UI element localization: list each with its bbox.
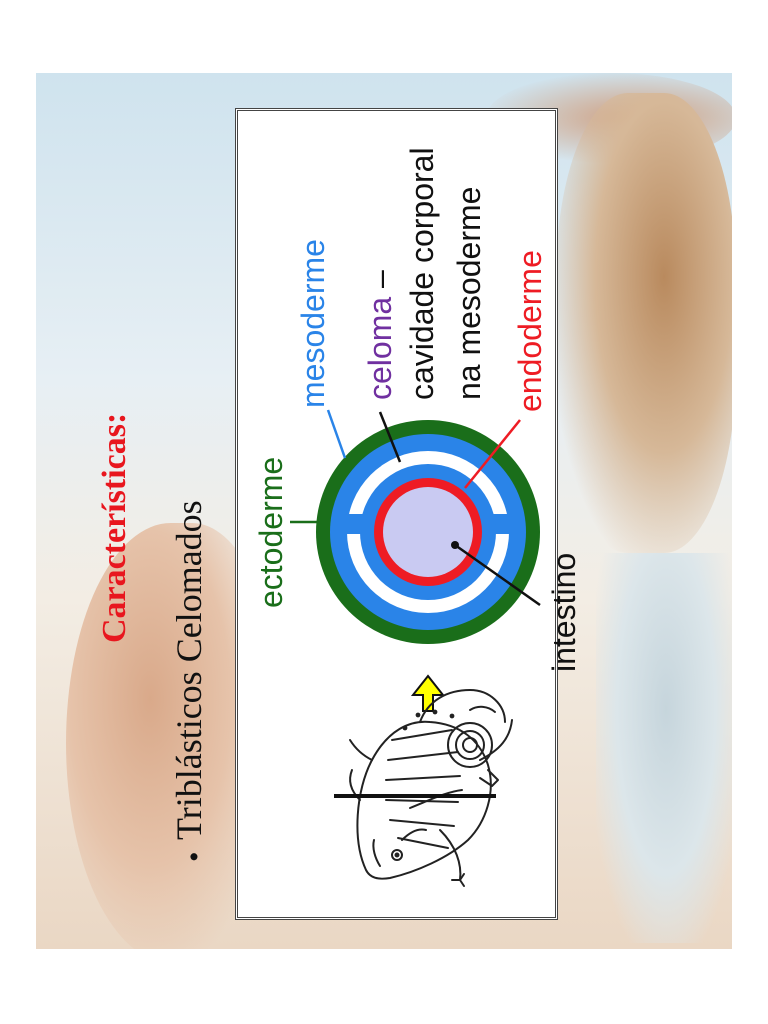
yellow-up-arrow-icon [410,674,446,712]
coelom-leader [378,411,402,463]
coelom-label: celoma [362,297,398,400]
ectoderm-label: ectoderme [253,457,289,608]
mesoderm-label: mesoderme [295,239,331,408]
coelom-desc-line1: cavidade corporal [404,147,440,400]
intestine-leader [454,543,541,607]
intestine-label: intestino [546,553,582,672]
coelom-desc-line2: na mesoderme [451,187,487,400]
endoderm-leader [464,419,521,489]
coelom-label-line: celoma – [362,270,398,400]
background-photo-right [556,93,732,553]
endoderm-label: endoderme [512,250,548,412]
background-photo-water [596,553,732,943]
intestine-point [451,541,459,549]
coelom-dash: – [362,270,398,297]
mesoderm-leader [326,409,347,459]
chameleon-drawing-icon [349,689,513,887]
intestine-lumen [383,487,473,577]
